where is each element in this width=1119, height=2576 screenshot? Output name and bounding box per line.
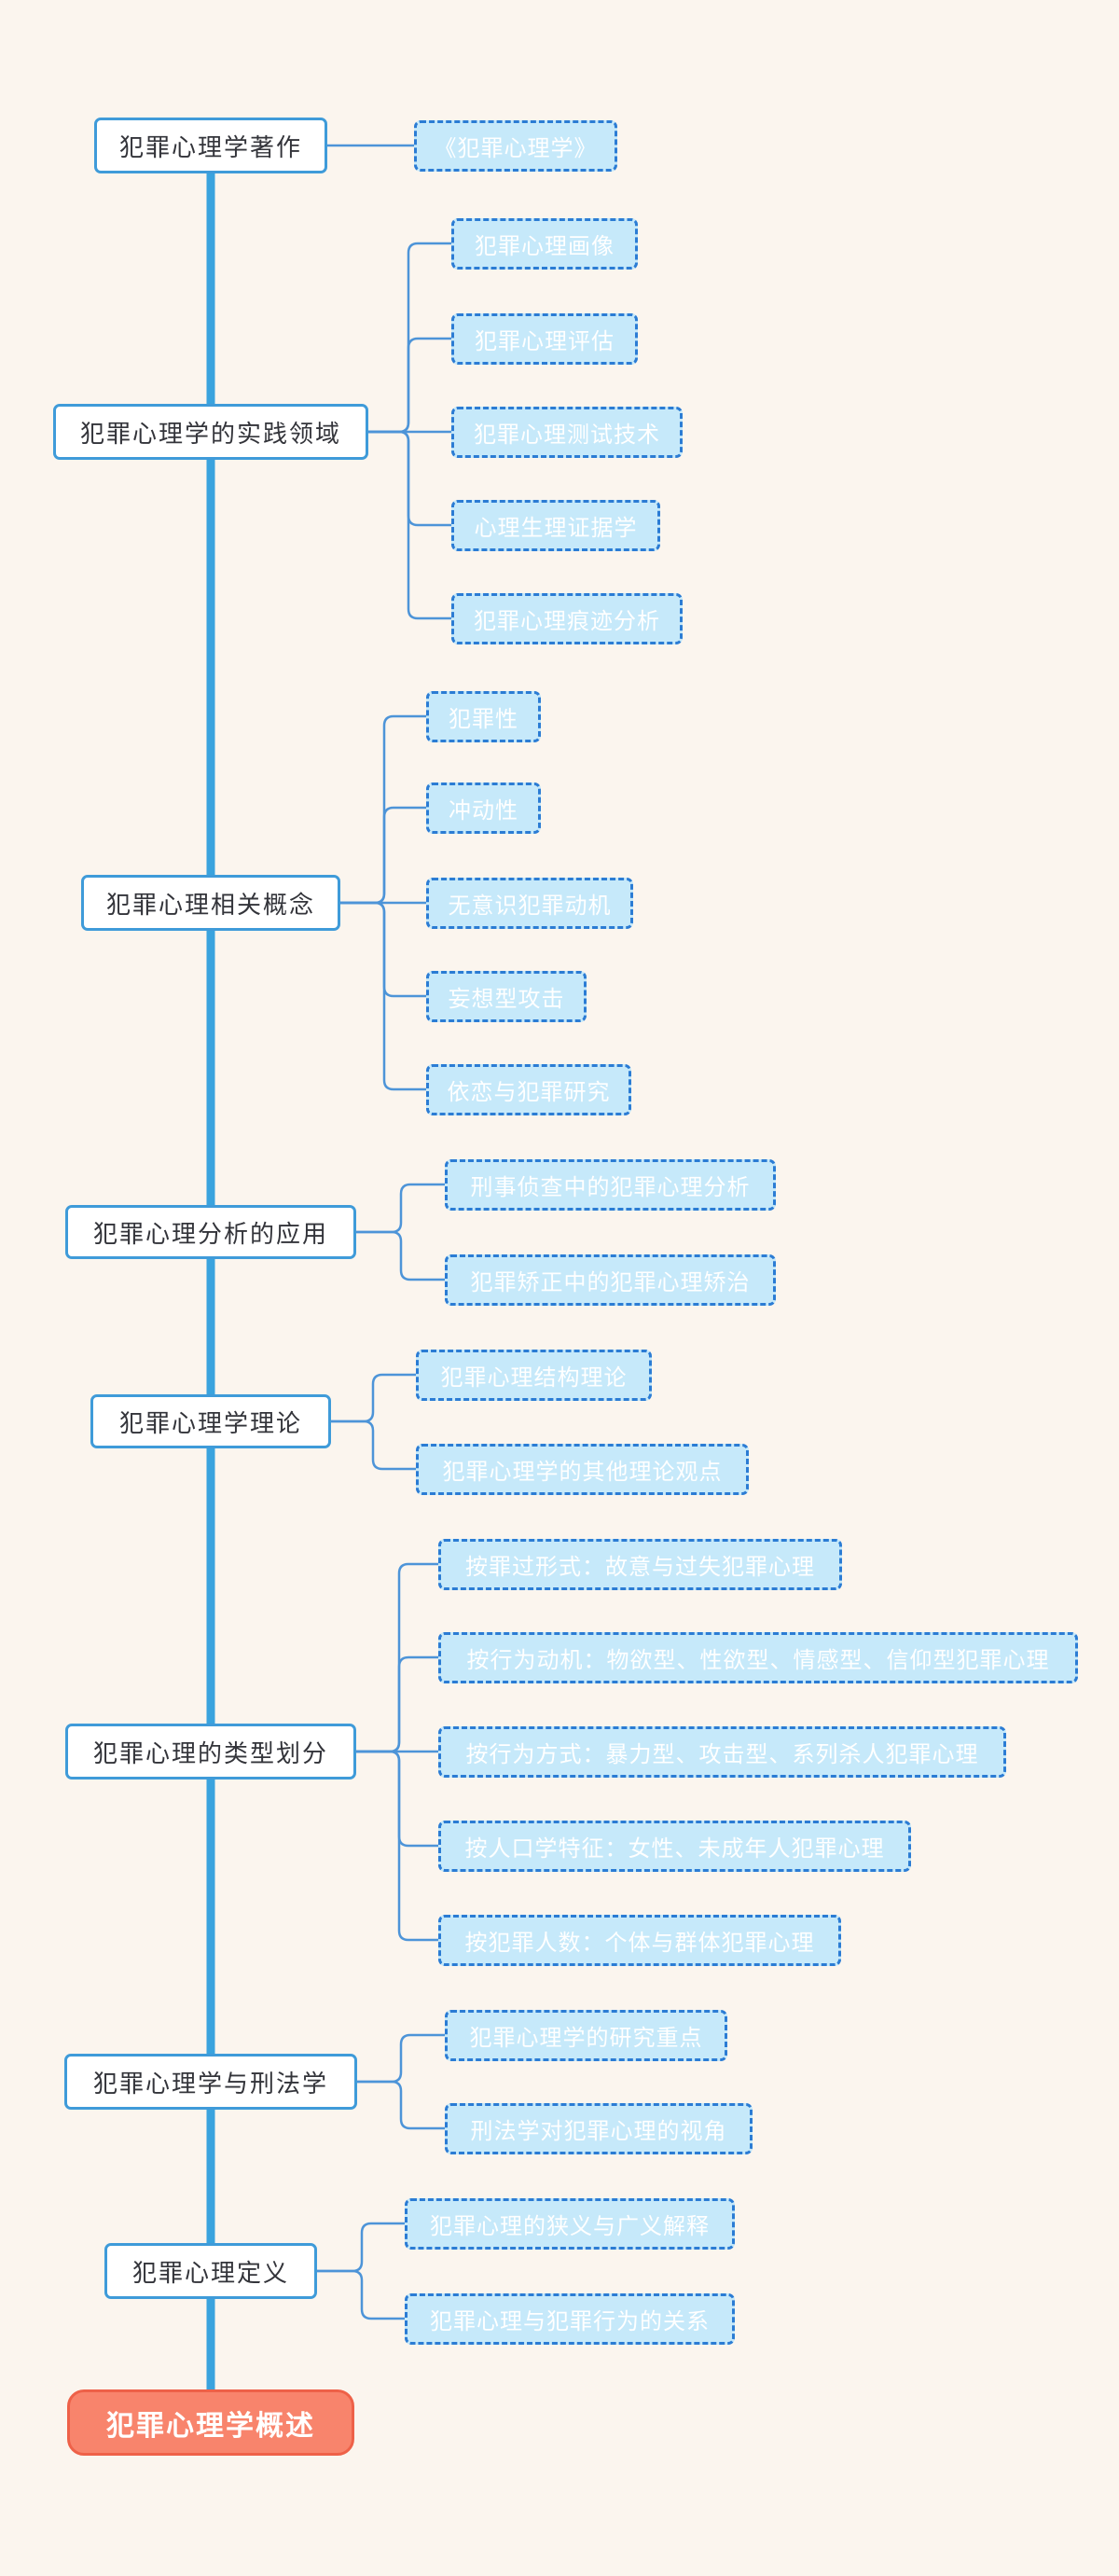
subtopic-node[interactable]: 刑事侦查中的犯罪心理分析 (445, 1158, 776, 1211)
connector-line (354, 1230, 447, 1281)
connector-line (329, 1373, 418, 1423)
branch-topic-node[interactable]: 犯罪心理学理论 (90, 1394, 331, 1448)
branch-topic-node[interactable]: 犯罪心理的类型划分 (65, 1724, 356, 1780)
connector-line (366, 337, 453, 434)
subtopic-node[interactable]: 依恋与犯罪研究 (426, 1063, 631, 1115)
connector-line (355, 2033, 447, 2084)
branch-topic-node[interactable]: 犯罪心理学的实践领域 (53, 404, 368, 460)
connector-line (338, 901, 428, 1091)
root-topic-node[interactable]: 犯罪心理学概述 (67, 2389, 354, 2456)
subtopic-node[interactable]: 无意识犯罪动机 (426, 877, 633, 929)
subtopic-node[interactable]: 按人口学特征：女性、未成年人犯罪心理 (438, 1820, 911, 1872)
subtopic-node[interactable]: 按行为动机：物欲型、性欲型、情感型、信仰型犯罪心理 (438, 1631, 1078, 1683)
subtopic-node[interactable]: 犯罪心理画像 (451, 217, 638, 270)
subtopic-node[interactable]: 按犯罪人数：个体与群体犯罪心理 (438, 1914, 841, 1966)
connector-line (315, 2269, 407, 2320)
subtopic-node[interactable]: 犯罪心理学的其他理论观点 (416, 1443, 749, 1495)
branch-topic-node[interactable]: 犯罪心理相关概念 (81, 875, 340, 931)
subtopic-node[interactable]: 犯罪心理的狭义与广义解释 (405, 2197, 735, 2250)
connector-line (338, 806, 428, 905)
connector-line (366, 430, 453, 620)
subtopic-node[interactable]: 刑法学对犯罪心理的视角 (445, 2102, 753, 2154)
branch-topic-node[interactable]: 犯罪心理学著作 (94, 118, 327, 173)
connector-line (315, 2222, 407, 2273)
connector-line (354, 1655, 440, 1753)
branch-topic-node[interactable]: 犯罪心理学与刑法学 (64, 2054, 357, 2110)
subtopic-node[interactable]: 犯罪心理评估 (451, 312, 638, 365)
connector-line (354, 1750, 440, 1942)
subtopic-node[interactable]: 妄想型攻击 (426, 970, 587, 1022)
subtopic-node[interactable]: 冲动性 (426, 782, 541, 834)
connector-line (354, 1750, 440, 1848)
connector-line (329, 1420, 418, 1471)
connector-line (355, 2080, 447, 2130)
subtopic-node[interactable]: 按罪过形式：故意与过失犯罪心理 (438, 1538, 842, 1590)
subtopic-node[interactable]: 犯罪心理测试技术 (451, 406, 683, 458)
subtopic-node[interactable]: 按行为方式：暴力型、攻击型、系列杀人犯罪心理 (438, 1725, 1006, 1778)
subtopic-node[interactable]: 犯罪心理与犯罪行为的关系 (405, 2292, 735, 2345)
branch-topic-node[interactable]: 犯罪心理分析的应用 (65, 1205, 356, 1259)
subtopic-node[interactable]: 犯罪性 (426, 690, 541, 742)
subtopic-node[interactable]: 犯罪心理学的研究重点 (445, 2009, 727, 2061)
connector-line (354, 1183, 447, 1234)
branch-topic-node[interactable]: 犯罪心理定义 (104, 2243, 317, 2299)
connector-line (366, 430, 453, 527)
subtopic-node[interactable]: 心理生理证据学 (451, 499, 660, 551)
subtopic-node[interactable]: 犯罪心理痕迹分析 (451, 592, 683, 644)
subtopic-node[interactable]: 犯罪心理结构理论 (416, 1349, 652, 1401)
subtopic-node[interactable]: 犯罪矫正中的犯罪心理矫治 (445, 1253, 776, 1306)
subtopic-node[interactable]: 《犯罪心理学》 (414, 119, 617, 172)
